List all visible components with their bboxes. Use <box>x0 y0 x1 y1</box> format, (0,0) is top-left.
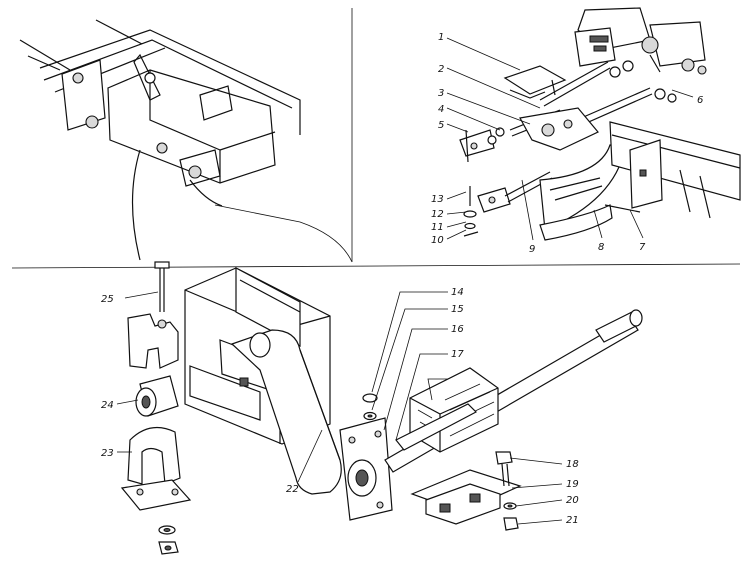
callout-2: 2 <box>438 64 444 75</box>
leader-lines <box>116 37 694 525</box>
clamp-19 <box>410 469 522 525</box>
callout-14: 14 <box>451 287 464 298</box>
callout-12: 12 <box>431 209 444 220</box>
bolt-18 <box>495 451 513 487</box>
callout-17: 17 <box>451 349 464 360</box>
callout-23: 23 <box>101 448 114 459</box>
upper-clamp <box>127 313 179 369</box>
shaft-22 <box>230 329 342 495</box>
lower-clamp <box>127 426 181 485</box>
callout-4: 4 <box>438 104 444 115</box>
callout-22: 22 <box>286 484 299 495</box>
callout-15: 15 <box>451 304 464 315</box>
callout-9: 9 <box>529 244 535 255</box>
callout-7: 7 <box>639 242 646 253</box>
callout-18: 18 <box>566 459 579 470</box>
section-dividers <box>11 8 741 269</box>
callout-10: 10 <box>431 235 444 246</box>
callout-5: 5 <box>438 120 444 131</box>
bushing-24 <box>135 375 179 417</box>
callout-16: 16 <box>451 324 464 335</box>
callout-11: 11 <box>431 222 444 233</box>
callout-25: 25 <box>101 294 114 305</box>
main-exploded-view <box>120 261 643 555</box>
callout-6: 6 <box>697 95 703 106</box>
callout-3: 3 <box>438 88 444 99</box>
support-plate <box>395 403 477 451</box>
callout-13: 13 <box>431 194 444 205</box>
callout-1: 1 <box>438 32 444 43</box>
bolt-25 <box>154 261 170 312</box>
callout-20: 20 <box>566 495 579 506</box>
frame-overview-view <box>19 19 301 261</box>
callout-21: 21 <box>566 515 579 526</box>
base-plate <box>120 479 192 511</box>
washer-14 <box>362 393 378 403</box>
callout-8: 8 <box>598 242 604 253</box>
callout-labels: 1 2 3 4 5 6 7 8 9 10 11 12 13 14 15 16 1… <box>101 32 703 526</box>
pivot-bracket <box>339 417 393 521</box>
callout-19: 19 <box>566 479 579 490</box>
lever-mechanism-view <box>459 7 741 241</box>
callout-24: 24 <box>101 400 114 411</box>
